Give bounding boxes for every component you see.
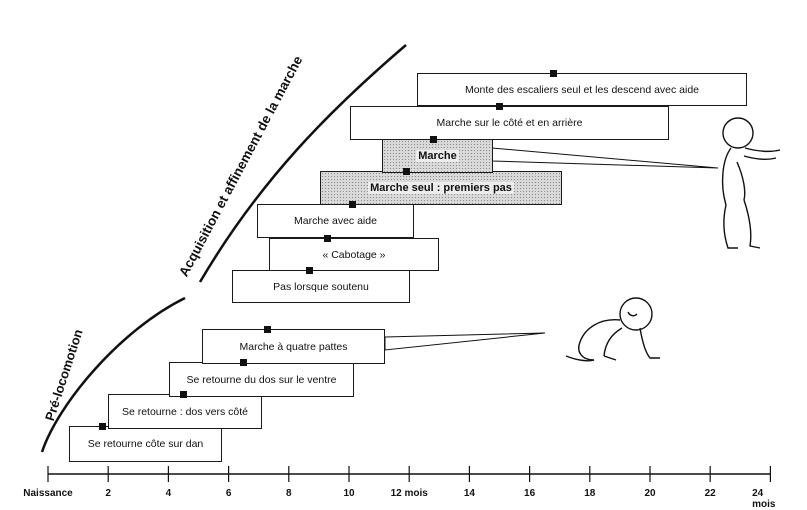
milestone-label: Se retourne : dos vers côté — [121, 405, 249, 418]
axis-tick-label: 2 — [105, 488, 111, 499]
milestone-bar: Se retourne : dos vers côté — [108, 394, 262, 429]
milestone-bar: Monte des escaliers seul et les descend … — [417, 73, 747, 106]
milestone-label: Se retourne côte sur dan — [87, 438, 204, 450]
milestone-bar: « Cabotage » — [269, 238, 439, 271]
milestone-bar: Marche — [382, 139, 493, 173]
axis-tick-label: 12 mois — [390, 488, 428, 499]
milestone-marker — [306, 266, 314, 274]
milestone-marker — [264, 325, 272, 333]
milestone-marker — [550, 69, 558, 77]
milestone-label: Marche — [416, 150, 459, 162]
milestone-marker — [429, 135, 437, 143]
milestone-label: Marche seul : premiers pas — [368, 182, 514, 194]
milestone-label: Se retourne du dos sur le ventre — [186, 373, 337, 386]
milestone-bar: Marche sur le côté et en arrière — [350, 106, 669, 140]
axis-tick-label: 4 — [165, 488, 172, 499]
milestone-marker — [402, 167, 410, 175]
walk-leader — [491, 147, 719, 169]
crawl-leader — [384, 332, 546, 351]
milestone-bar: Marche seul : premiers pas — [320, 171, 562, 205]
standing-baby-figure — [721, 117, 781, 249]
milestone-label: « Cabotage » — [322, 248, 386, 261]
acquisition-bracket — [198, 44, 407, 283]
axis-tick-label: 16 — [524, 488, 536, 499]
milestone-bar: Marche avec aide — [257, 204, 414, 238]
milestone-marker — [324, 234, 332, 242]
milestone-marker — [240, 358, 248, 366]
milestone-bar: Pas lorsque soutenu — [232, 270, 410, 303]
axis-tick-label: 6 — [225, 488, 232, 499]
milestone-label: Marche avec aide — [294, 215, 377, 227]
milestone-marker — [496, 102, 503, 110]
milestone-label: Marche à quatre pattes — [239, 340, 348, 353]
axis-ticks — [47, 466, 772, 482]
axis-tick-label: 8 — [286, 488, 292, 499]
axis-tick-label: 20 — [644, 488, 656, 499]
milestone-marker — [98, 422, 106, 430]
milestone-bar: Se retourne du dos sur le ventre — [169, 362, 354, 397]
axis-tick-label: 22 — [704, 488, 716, 499]
milestone-marker — [179, 390, 187, 398]
axis-tick-label: 24 mois — [752, 488, 776, 510]
milestone-label: Monte des escaliers seul et les descend … — [464, 83, 700, 96]
crawling-baby-figure — [565, 297, 660, 362]
milestone-label: Marche sur le côté et en arrière — [436, 117, 583, 129]
milestone-bar: Se retourne côte sur dan — [69, 426, 222, 462]
axis-tick-label: 18 — [584, 488, 596, 499]
milestone-marker — [348, 200, 356, 208]
axis-tick-label: 14 — [463, 488, 475, 499]
pre-locomotion-bracket — [40, 296, 186, 453]
milestone-bar: Marche à quatre pattes — [202, 329, 385, 364]
milestone-label: Pas lorsque soutenu — [273, 280, 369, 293]
axis-tick-label: 10 — [343, 488, 355, 499]
axis-tick-label: Naissance — [23, 488, 73, 499]
